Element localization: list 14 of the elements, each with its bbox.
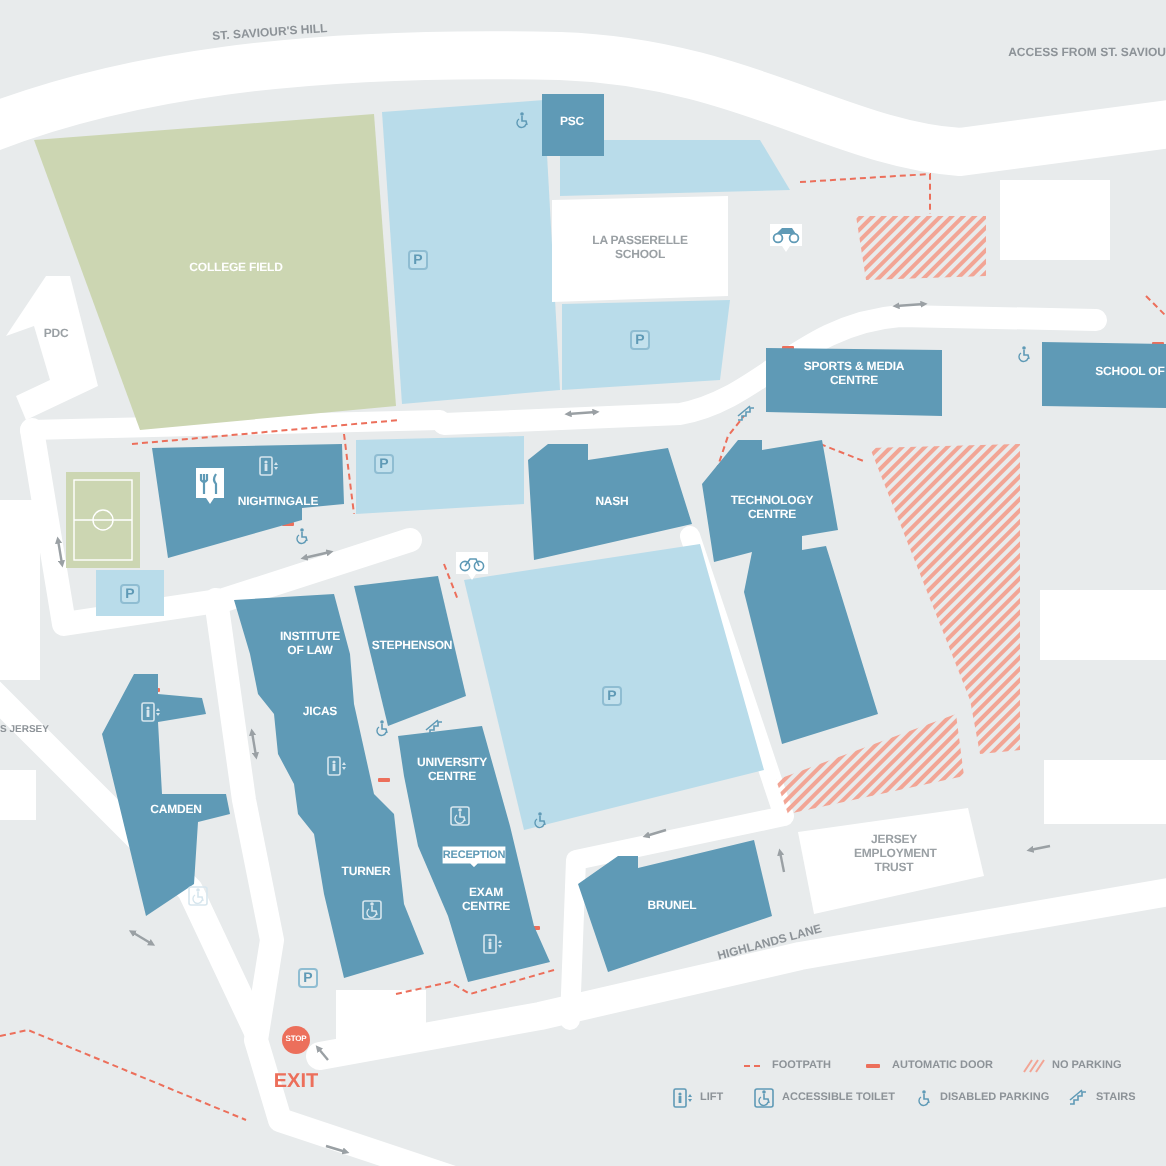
building [152, 444, 344, 558]
field-area [34, 114, 398, 430]
building [702, 440, 878, 744]
building [6, 276, 102, 426]
building [528, 444, 692, 560]
building [542, 94, 604, 156]
building [766, 348, 942, 416]
exit-label: EXIT [273, 1071, 319, 1093]
building [552, 196, 728, 302]
reception-badge [442, 846, 506, 866]
building [798, 808, 984, 914]
building [1042, 342, 1166, 408]
stop-sign [282, 1026, 310, 1054]
building [398, 726, 550, 982]
